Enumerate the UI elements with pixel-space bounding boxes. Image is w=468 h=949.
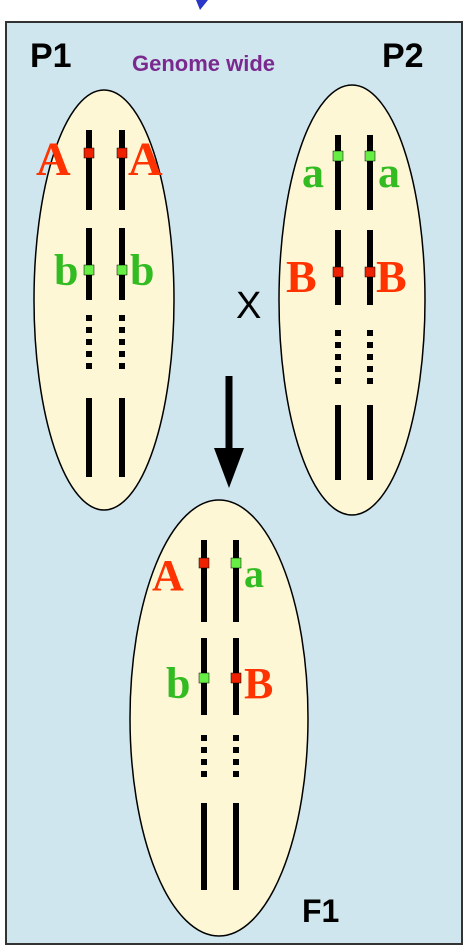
- p2-allele-right-top: a: [378, 148, 400, 197]
- p2-cell-ellipse: [278, 84, 426, 516]
- p1-cell: A A b b: [33, 89, 175, 511]
- p1-marker-b-right: [116, 264, 128, 276]
- f1-cell-ellipse: [129, 499, 309, 937]
- cross-symbol: X: [236, 285, 261, 327]
- p2-marker-b-left: [332, 266, 344, 278]
- p1-allele-left-top: A: [36, 133, 71, 186]
- p1-cell-ellipse: [33, 89, 175, 511]
- p2-allele-right-mid: B: [376, 251, 407, 302]
- f1-label: F1: [302, 893, 339, 929]
- p1-marker-a-left: [83, 147, 95, 159]
- p2-allele-left-top: a: [302, 148, 324, 197]
- header-fragment: [196, 0, 208, 10]
- p1-marker-a-right: [116, 147, 128, 159]
- p1-label: P1: [30, 37, 72, 75]
- p2-allele-left-mid: B: [286, 251, 317, 302]
- p1-allele-left-mid: b: [54, 246, 78, 295]
- p1-allele-right-top: A: [128, 133, 163, 186]
- f1-cell: A a b B: [129, 499, 309, 937]
- p1-allele-right-mid: b: [130, 246, 154, 295]
- f1-allele-right-mid: B: [244, 659, 273, 708]
- f1-marker-mid-left: [198, 672, 210, 684]
- genome-wide-label: Genome wide: [132, 51, 275, 76]
- down-arrow-icon: [214, 376, 244, 488]
- p2-marker-b-right: [364, 266, 376, 278]
- p2-cell: a a B B: [278, 84, 426, 516]
- p1-marker-b-left: [83, 264, 95, 276]
- f1-marker-top-right: [230, 557, 242, 569]
- p2-label: P2: [382, 37, 424, 75]
- f1-allele-left-top: A: [152, 551, 184, 600]
- p2-marker-a-right: [364, 150, 376, 162]
- f1-allele-left-mid: b: [166, 659, 190, 708]
- p2-marker-a-left: [332, 150, 344, 162]
- f1-allele-right-top: a: [244, 551, 264, 596]
- f1-marker-mid-right: [230, 672, 242, 684]
- f1-marker-top-left: [198, 557, 210, 569]
